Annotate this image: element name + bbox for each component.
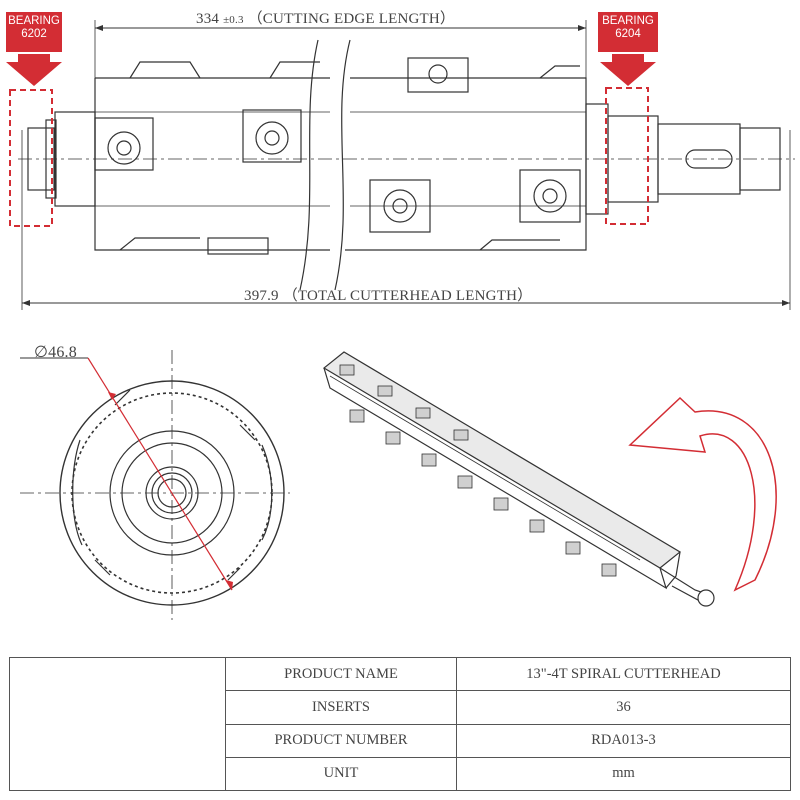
isometric-view-drawing	[322, 351, 777, 607]
spec-value: mm	[456, 756, 791, 792]
bearing-label-left-type: BEARING	[8, 15, 60, 27]
spec-value: 13"-4T SPIRAL CUTTERHEAD	[456, 656, 791, 692]
spec-key: PRODUCT NAME	[225, 656, 457, 692]
spec-value: 36	[456, 690, 791, 725]
table-row: UNIT mm	[10, 756, 791, 792]
table-row: PRODUCT NUMBER RDA013-3	[10, 723, 791, 758]
cutting-edge-label: （CUTTING EDGE LENGTH）	[247, 11, 456, 27]
bearing-label-left: BEARING 6202	[6, 12, 62, 52]
spec-key: INSERTS	[225, 690, 457, 725]
side-view-drawing	[6, 20, 795, 310]
total-length-dimension: 397.9 （TOTAL CUTTERHEAD LENGTH）	[244, 284, 532, 305]
cutting-edge-tolerance: ±0.3	[223, 14, 244, 26]
bearing-label-right-code: 6204	[615, 28, 641, 40]
down-arrow-icon	[600, 54, 656, 86]
table-row: INSERTS 36	[10, 690, 791, 725]
bearing-label-right: BEARING 6204	[598, 12, 658, 52]
curved-arrow-icon	[628, 396, 777, 592]
spec-key: UNIT	[225, 756, 457, 792]
table-row: PRODUCT NAME 13"-4T SPIRAL CUTTERHEAD	[9, 656, 791, 791]
bearing-label-right-type: BEARING	[602, 15, 654, 27]
cutting-edge-dimension: 334 ±0.3 （CUTTING EDGE LENGTH）	[196, 7, 455, 28]
spec-key: PRODUCT NUMBER	[225, 723, 457, 758]
cutting-edge-value: 334	[196, 11, 220, 27]
total-length-value: 397.9	[244, 288, 279, 304]
total-length-label: （TOTAL CUTTERHEAD LENGTH）	[282, 288, 533, 304]
down-arrow-icon	[6, 54, 62, 86]
diameter-label: ∅46.8	[34, 344, 77, 361]
end-view-drawing	[20, 350, 290, 620]
bearing-label-left-code: 6202	[21, 28, 47, 40]
spec-value: RDA013-3	[456, 723, 791, 758]
spec-table: PRODUCT NAME 13"-4T SPIRAL CUTTERHEAD IN…	[9, 656, 791, 792]
image-cell	[9, 657, 226, 791]
